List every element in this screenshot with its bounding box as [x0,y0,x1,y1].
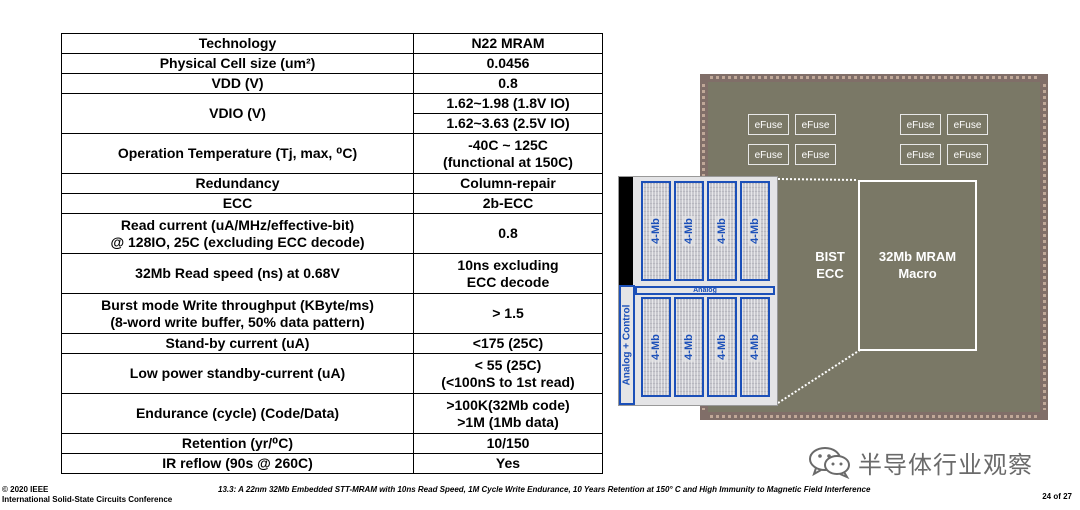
value-cell: > 1.5 [413,293,603,334]
efuse-block: eFuse [748,144,789,165]
block-label: 4-Mb [716,216,728,246]
parameter-cell: Redundancy [61,173,414,194]
block-label: 4-Mb [749,216,761,246]
table-row: IR reflow (90s @ 260C)Yes [61,453,603,474]
inset-dark-strip [619,177,633,286]
parameter-cell: 32Mb Read speed (ns) at 0.68V [61,253,414,294]
efuse-block: eFuse [795,114,836,135]
pad-ring-bottom [710,415,1038,418]
memory-block-4mb: 4-Mb [707,181,737,281]
efuse-block: eFuse [947,144,988,165]
efuse-block: eFuse [947,114,988,135]
value-cell: Column-repair [413,173,603,194]
parameter-cell: Operation Temperature (Tj, max, ⁰C) [61,133,414,174]
table-row: VDD (V)0.8 [61,73,603,94]
parameter-cell: Low power standby-current (uA) [61,353,414,394]
macro-zoom-inset: 4-Mb 4-Mb 4-Mb 4-Mb Analog 4-Mb 4-Mb 4-M… [618,176,778,406]
value-cell: 1.62~1.98 (1.8V IO) [413,93,603,114]
wechat-icon [809,447,850,479]
table-row: VDIO (V)1.62~1.98 (1.8V IO) [61,93,603,134]
memory-block-4mb: 4-Mb [707,297,737,397]
memory-block-4mb: 4-Mb [641,297,671,397]
memory-block-4mb: 4-Mb [641,181,671,281]
table-row: Operation Temperature (Tj, max, ⁰C)-40C … [61,133,603,174]
value-cell: 0.8 [413,73,603,94]
parameter-cell: ECC [61,193,414,214]
parameter-cell: Retention (yr/⁰C) [61,433,414,454]
efuse-block: eFuse [748,114,789,135]
value-cell: 2b-ECC [413,193,603,214]
memory-block-4mb: 4-Mb [674,297,704,397]
parameter-cell: Endurance (cycle) (Code/Data) [61,393,414,434]
block-label: 4-Mb [749,332,761,362]
parameter-cell: Technology [61,33,414,54]
analog-control-strip: Analog + Control [619,285,635,405]
value-cell: Yes [413,453,603,474]
table-row: Stand-by current (uA)<175 (25C) [61,333,603,354]
value-cell: >100K(32Mb code) >1M (1Mb data) [413,393,603,434]
parameter-cell: VDIO (V) [61,93,414,134]
analog-control-label: Analog + Control [621,304,633,386]
table-row: Physical Cell size (um²)0.0456 [61,53,603,74]
table-row: Burst mode Write throughput (KByte/ms) (… [61,293,603,334]
parameter-cell: VDD (V) [61,73,414,94]
watermark-text: 半导体行业观察 [858,450,1033,479]
table-row: 1.62~3.63 (2.5V IO) [62,113,603,134]
parameter-cell: Stand-by current (uA) [61,333,414,354]
efuse-block: eFuse [795,144,836,165]
footer-left: © 2020 IEEE International Solid-State Ci… [2,485,172,505]
memory-block-4mb: 4-Mb [674,181,704,281]
paper-title: 13.3: A 22nm 32Mb Embedded STT-MRAM with… [218,485,871,494]
value-cell: <175 (25C) [413,333,603,354]
value-cell: 10/150 [413,433,603,454]
pad-ring-right [1043,84,1046,410]
memory-block-4mb: 4-Mb [740,181,770,281]
efuse-block: eFuse [900,144,941,165]
copyright-text: © 2020 IEEE [2,485,49,494]
bist-ecc-label: BIST ECC [815,249,845,281]
block-label: 4-Mb [683,216,695,246]
parameter-cell: IR reflow (90s @ 260C) [61,453,414,474]
block-label: 4-Mb [716,332,728,362]
watermark: 半导体行业观察 [808,445,1033,479]
value-cell: N22 MRAM [413,33,603,54]
block-label: 4-Mb [650,332,662,362]
page-number: 24 of 27 [1042,492,1072,501]
parameter-cell: Physical Cell size (um²) [61,53,414,74]
block-label: 4-Mb [683,332,695,362]
table-row: Endurance (cycle) (Code/Data)>100K(32Mb … [61,393,603,434]
table-row: Low power standby-current (uA)< 55 (25C)… [61,353,603,394]
pad-ring-top [710,76,1038,79]
value-cell: -40C ~ 125C (functional at 150C) [413,133,603,174]
efuse-block: eFuse [900,114,941,135]
value-cell: 10ns excluding ECC decode [413,253,603,294]
value-cell: < 55 (25C) (<100nS to 1st read) [413,353,603,394]
value-cell: 0.0456 [413,53,603,74]
parameter-cell: Read current (uA/MHz/effective-bit) @ 12… [61,213,414,254]
parameter-cell: Burst mode Write throughput (KByte/ms) (… [61,293,414,334]
mram-macro-label: 32Mb MRAM Macro [878,249,957,281]
block-label: 4-Mb [650,216,662,246]
value-cell: 1.62~3.63 (2.5V IO) [413,113,603,134]
mram-macro-outline: 32Mb MRAM Macro [858,180,977,351]
analog-label: Analog [693,287,717,294]
value-cell: 0.8 [413,213,603,254]
table-row: Read current (uA/MHz/effective-bit) @ 12… [61,213,603,254]
memory-block-4mb: 4-Mb [740,297,770,397]
analog-bar: Analog [635,286,775,295]
conference-name: International Solid-State Circuits Confe… [2,495,173,504]
table-row: Retention (yr/⁰C)10/150 [61,433,603,454]
